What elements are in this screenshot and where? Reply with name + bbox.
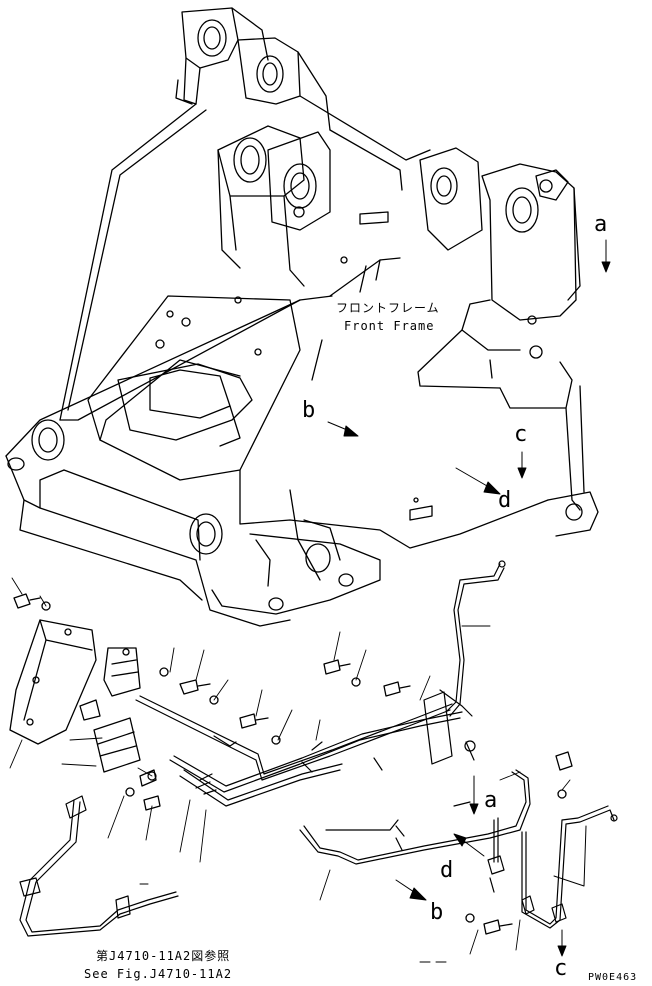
front-frame-label-jp: フロントフレーム: [336, 301, 440, 315]
view-d-upper-label: d: [498, 488, 512, 513]
bolts: [13, 593, 573, 935]
reference-note-jp: 第J4710-11A2図参照: [96, 949, 231, 963]
junction-block-lower: [79, 699, 141, 773]
drawing-code: PW0E463: [588, 972, 638, 983]
front-frame-label-en: Front Frame: [344, 319, 435, 333]
view-arrows: [327, 239, 611, 957]
view-c-upper-label: c: [514, 422, 528, 447]
view-b-upper-label: b: [302, 398, 316, 423]
view-b-lower-label: b: [430, 900, 444, 925]
mounting-bracket: [9, 619, 97, 745]
leader-lines: [9, 577, 571, 955]
junction-block-upper: [103, 647, 141, 697]
brake-tubes: [19, 560, 618, 937]
reference-note-en: See Fig.J4710-11A2: [84, 967, 233, 981]
view-a-lower-label: a: [484, 788, 498, 813]
view-a-upper-label: a: [594, 212, 608, 237]
view-c-lower-label: c: [554, 956, 568, 981]
view-d-lower-label: d: [440, 858, 454, 883]
dash-marks: [139, 883, 447, 963]
front-frame: [5, 7, 599, 627]
